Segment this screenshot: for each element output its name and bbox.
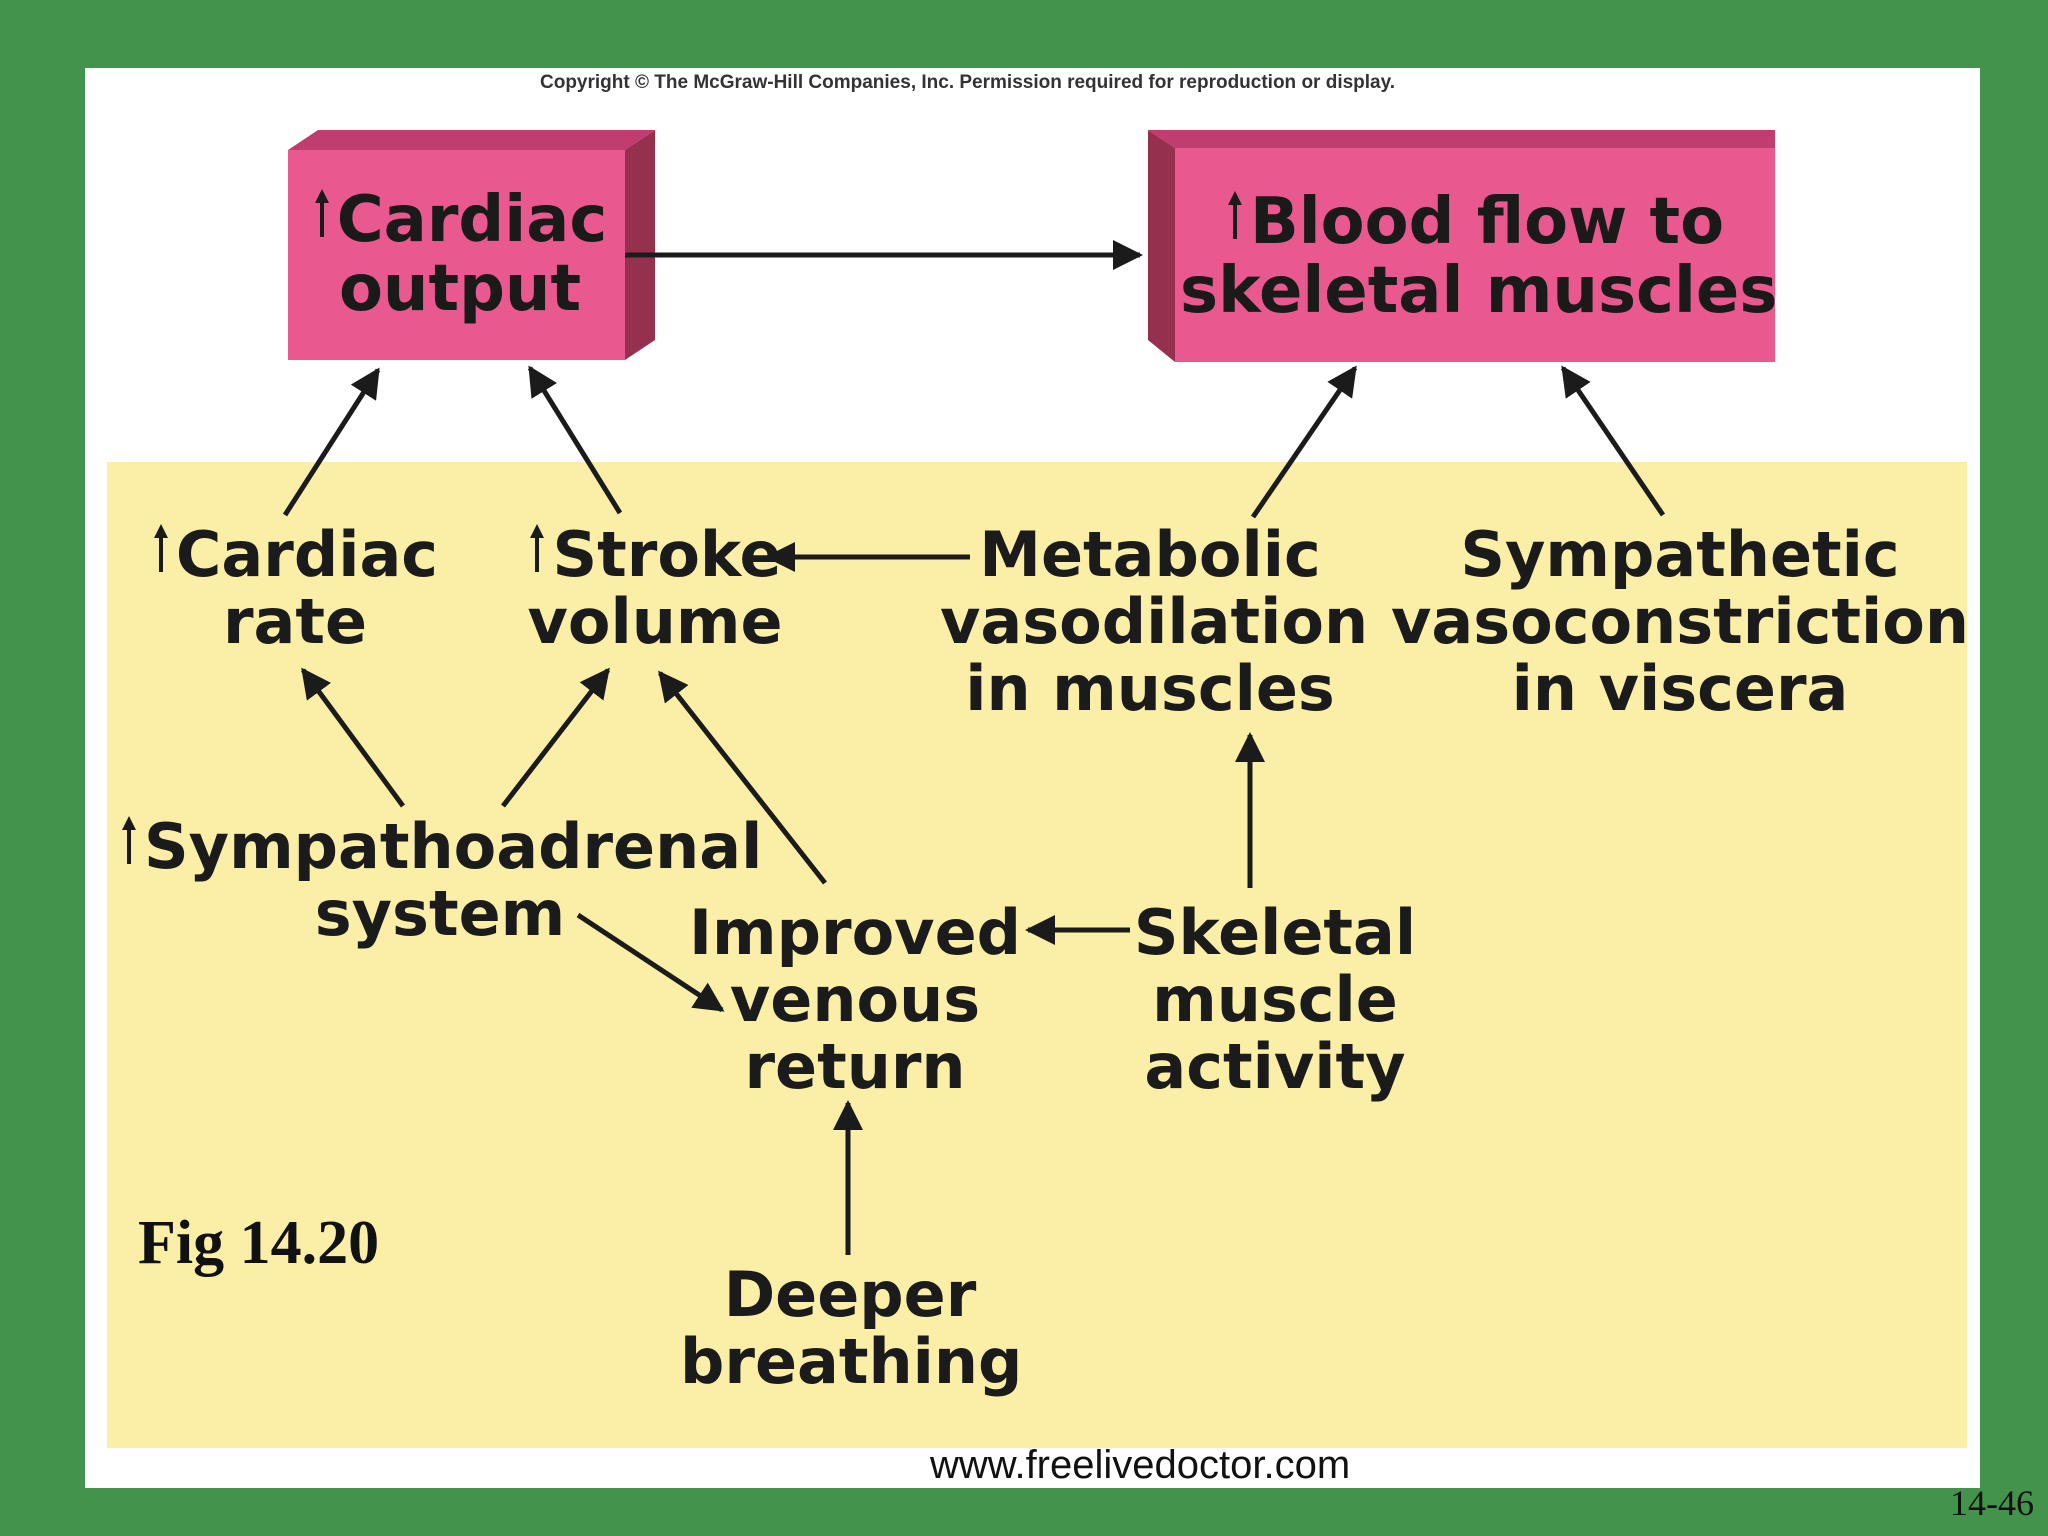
slide-number: 14-46: [1950, 1483, 2034, 1523]
diagram-background-area: [107, 462, 1967, 1448]
arrow-venous-return-to-stroke-volume: [658, 670, 827, 885]
blood-flow-box-front: [1175, 148, 1775, 362]
up-arrow-icon: [313, 189, 331, 241]
arrow-stroke-volume-to-cardiac-output: [527, 365, 623, 515]
stroke-volume-node: Stroke volume: [505, 521, 805, 658]
blood-flow-box-side: [1148, 130, 1175, 362]
cardiac-output-box-side: [625, 130, 655, 360]
cardiac-output-label: Cardiac output: [300, 183, 620, 327]
skeletal-line-3: activity: [1144, 1029, 1406, 1103]
cardiac-output-box-top: [288, 130, 655, 150]
breathing-line-1: Deeper: [723, 1258, 977, 1331]
cardiac-rate-line-2: rate: [222, 584, 368, 658]
metabolic-vasodilation-node: Metabolic vasodilation in muscles: [940, 518, 1369, 725]
sympathoadrenal-node: Sympathoadrenal system: [120, 813, 762, 950]
website-link[interactable]: www.freelivedoctor.com: [930, 1443, 1351, 1487]
cardiac-rate-node: Cardiac rate: [130, 521, 460, 658]
blood-flow-box: [1148, 130, 1775, 362]
arrow-sympathoadrenal-to-cardiac-rate: [300, 667, 406, 808]
blood-flow-line-2: skeletal muscles: [1180, 254, 1778, 329]
venous-return-node: Improved venous return: [680, 896, 1030, 1103]
blood-flow-label: Blood flow to skeletal muscles: [1180, 185, 1778, 329]
up-arrow-icon: [528, 524, 546, 576]
cardiac-rate-line-1: Cardiac: [175, 518, 439, 591]
arrow-sympathetic-to-blood-flow: [1560, 365, 1666, 517]
cardiac-output-box-front: [288, 150, 625, 360]
skeletal-line-2: muscle: [1152, 962, 1398, 1036]
stroke-volume-line-1: Stroke: [552, 518, 782, 591]
up-arrow-icon: [120, 816, 138, 868]
skeletal-activity-node: Skeletal muscle activity: [1130, 896, 1420, 1103]
blood-flow-line-1: Blood flow to: [1249, 185, 1725, 259]
cardiac-output-box: [288, 130, 655, 360]
breathing-line-2: breathing: [680, 1324, 1023, 1398]
stroke-volume-line-2: volume: [527, 584, 783, 658]
arrow-sympathoadrenal-to-venous-return: [576, 912, 725, 1013]
skeletal-line-1: Skeletal: [1133, 896, 1417, 969]
up-arrow-icon: [152, 524, 170, 576]
arrow-metabolic-to-blood-flow: [1250, 365, 1358, 519]
deeper-breathing-node: Deeper breathing: [680, 1258, 1023, 1398]
sympathetic-vasoconstriction-node: Sympathetic vasoconstriction in viscera: [1390, 518, 1970, 725]
arrow-sympathoadrenal-to-stroke-volume: [501, 667, 610, 808]
copyright-notice: Copyright © The McGraw-Hill Companies, I…: [540, 72, 1396, 93]
cardiac-output-line-1: Cardiac: [336, 183, 608, 257]
venous-return-line-2: venous: [729, 962, 981, 1036]
venous-return-line-1: Improved: [688, 896, 1022, 969]
sympathetic-line-1: Sympathetic: [1460, 518, 1900, 591]
sympathoadrenal-line-1: Sympathoadrenal: [144, 810, 763, 883]
arrow-cardiac-rate-to-cardiac-output: [282, 367, 381, 517]
sympathetic-line-3: in viscera: [1511, 651, 1849, 725]
metabolic-line-2: vasodilation: [940, 584, 1369, 658]
arrows: [282, 240, 1666, 1255]
cardiac-output-line-2: output: [338, 252, 582, 327]
up-arrow-icon: [1226, 191, 1244, 243]
metabolic-line-3: in muscles: [965, 651, 1335, 725]
figure-label: Fig 14.20: [138, 1209, 380, 1277]
blood-flow-box-top: [1148, 130, 1775, 148]
metabolic-line-1: Metabolic: [979, 518, 1321, 591]
sympathoadrenal-line-2: system: [314, 876, 566, 950]
venous-return-line-3: return: [744, 1029, 966, 1103]
sympathetic-line-2: vasoconstriction: [1391, 584, 1969, 658]
